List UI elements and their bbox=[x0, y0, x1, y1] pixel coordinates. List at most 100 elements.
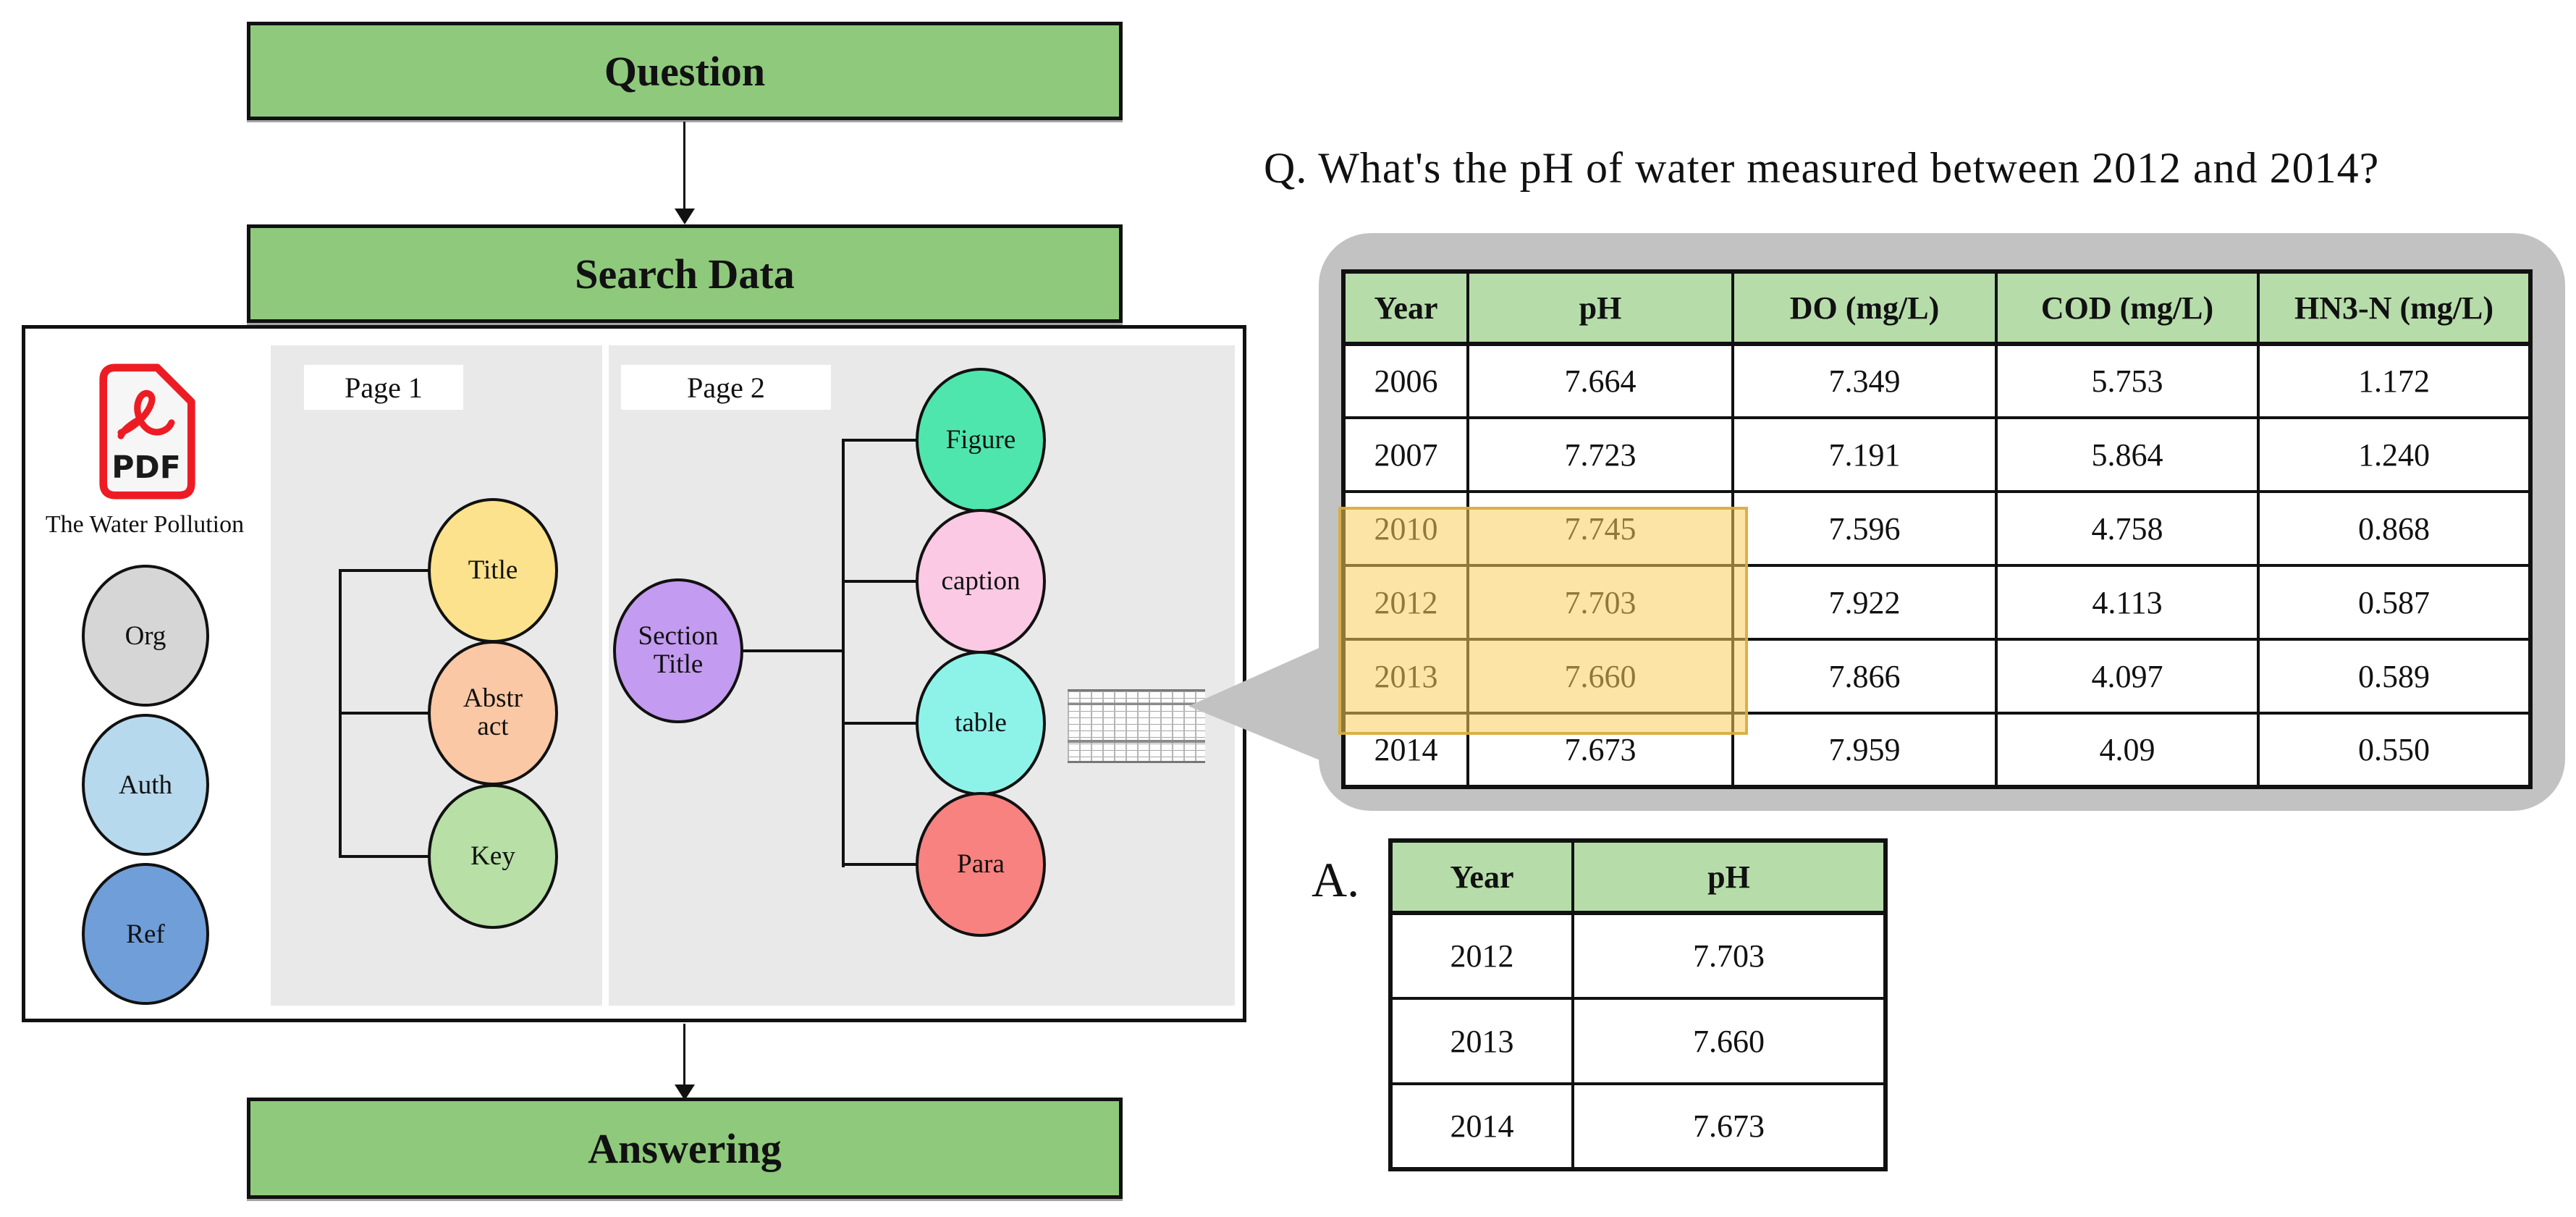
cell: 0.550 bbox=[2257, 712, 2532, 788]
arrow-search-to-answering-head bbox=[675, 1085, 695, 1100]
cell: 2006 bbox=[1342, 342, 1469, 419]
search-data-box: Search Data bbox=[247, 224, 1123, 323]
cell: 1.172 bbox=[2257, 342, 2532, 419]
title-node-label: Title bbox=[468, 555, 518, 585]
key-node-label: Key bbox=[470, 841, 515, 871]
table-row: 2010 7.745 7.596 4.758 0.868 bbox=[1342, 490, 2532, 567]
page1-tree-branch-abstract bbox=[340, 712, 429, 715]
cell: 2007 bbox=[1342, 416, 1469, 493]
answering-box-label: Answering bbox=[588, 1124, 782, 1172]
answer-table: Year pH 2012 7.703 2013 7.660 2014 7.673 bbox=[1388, 838, 1888, 1171]
page1-tree-branch-title bbox=[340, 569, 429, 572]
title-node: Title bbox=[428, 498, 558, 643]
mini-table-preview bbox=[1068, 689, 1205, 763]
cell: 7.959 bbox=[1731, 712, 1998, 788]
cell: 7.660 bbox=[1571, 997, 1887, 1085]
org-node-label: Org bbox=[124, 620, 166, 651]
page2-branch-para bbox=[843, 863, 917, 866]
arrow-question-to-search bbox=[683, 122, 685, 214]
col-header-year: Year bbox=[1342, 270, 1469, 346]
ref-node-label: Ref bbox=[126, 919, 165, 949]
cell: 7.673 bbox=[1466, 712, 1734, 788]
col-header-ph: pH bbox=[1466, 270, 1734, 346]
question-box: Question bbox=[247, 22, 1123, 120]
cell: 7.745 bbox=[1466, 490, 1734, 567]
table-row: 2013 7.660 7.866 4.097 0.589 bbox=[1342, 638, 2532, 715]
col-header-do: DO (mg/L) bbox=[1731, 270, 1998, 346]
ref-node: Ref bbox=[82, 863, 209, 1005]
table-row: 2014 7.673 7.959 4.09 0.550 bbox=[1342, 712, 2532, 788]
page1-label: Page 1 bbox=[304, 365, 463, 410]
para-node-label: Para bbox=[957, 848, 1005, 879]
answer-table-row: 2013 7.660 bbox=[1389, 997, 1887, 1085]
cell: 7.660 bbox=[1466, 638, 1734, 715]
cell: 7.703 bbox=[1466, 564, 1734, 641]
question-box-label: Question bbox=[604, 47, 766, 95]
answer-col-header-ph: pH bbox=[1571, 839, 1887, 915]
cell: 0.868 bbox=[2257, 490, 2532, 567]
pdf-file-icon: PDF bbox=[91, 361, 201, 502]
key-node: Key bbox=[428, 784, 558, 929]
page2-label-text: Page 2 bbox=[687, 371, 765, 404]
cell: 1.240 bbox=[2257, 416, 2532, 493]
pdf-icon: PDF bbox=[99, 363, 195, 500]
caption-node-label: caption bbox=[941, 565, 1021, 596]
col-header-hn3n: HN3-N (mg/L) bbox=[2257, 270, 2532, 346]
answer-col-header-year: Year bbox=[1389, 839, 1574, 915]
caption-node: caption bbox=[916, 509, 1046, 654]
cell: 2010 bbox=[1342, 490, 1469, 567]
page2-label: Page 2 bbox=[621, 365, 831, 410]
cell: 7.703 bbox=[1571, 911, 1887, 1000]
data-table-header-row: Year pH DO (mg/L) COD (mg/L) HN3-N (mg/L… bbox=[1342, 270, 2532, 346]
org-node: Org bbox=[82, 565, 209, 707]
table-row: 2007 7.723 7.191 5.864 1.240 bbox=[1342, 416, 2532, 493]
page2-root-link bbox=[742, 649, 843, 652]
page2-branch-caption bbox=[843, 580, 917, 583]
page2-branch-table bbox=[843, 722, 917, 725]
abstract-node-label: Abstr act bbox=[463, 683, 523, 741]
auth-node: Auth bbox=[82, 714, 209, 856]
cell: 7.664 bbox=[1466, 342, 1734, 419]
table-node-label: table bbox=[955, 707, 1007, 738]
answer-table-row: 2014 7.673 bbox=[1389, 1082, 1887, 1171]
cell: 2012 bbox=[1342, 564, 1469, 641]
page1-tree-branch-key bbox=[340, 855, 429, 858]
section-title-node: Section Title bbox=[613, 578, 743, 723]
cell: 7.866 bbox=[1731, 638, 1998, 715]
cell: 2014 bbox=[1342, 712, 1469, 788]
answer-label: A. bbox=[1312, 852, 1360, 907]
abstract-node: Abstr act bbox=[428, 641, 558, 786]
col-header-cod: COD (mg/L) bbox=[1995, 270, 2260, 346]
cell: 5.753 bbox=[1995, 342, 2260, 419]
cell: 0.589 bbox=[2257, 638, 2532, 715]
arrow-question-to-search-head bbox=[675, 209, 695, 224]
cell: 7.596 bbox=[1731, 490, 1998, 567]
cell: 2013 bbox=[1389, 997, 1574, 1085]
cell: 4.113 bbox=[1995, 564, 2260, 641]
section-title-node-label: Section Title bbox=[638, 621, 719, 679]
pdf-doc-title: The Water Pollution bbox=[45, 511, 245, 538]
cell: 2013 bbox=[1342, 638, 1469, 715]
para-node: Para bbox=[916, 792, 1046, 937]
cell: 0.587 bbox=[2257, 564, 2532, 641]
table-row: 2006 7.664 7.349 5.753 1.172 bbox=[1342, 342, 2532, 419]
cell: 2012 bbox=[1389, 911, 1574, 1000]
data-table: Year pH DO (mg/L) COD (mg/L) HN3-N (mg/L… bbox=[1341, 269, 2533, 789]
pdf-icon-label: PDF bbox=[111, 450, 181, 486]
cell: 4.758 bbox=[1995, 490, 2260, 567]
page1-label-text: Page 1 bbox=[345, 371, 423, 404]
cell: 5.864 bbox=[1995, 416, 2260, 493]
cell: 7.723 bbox=[1466, 416, 1734, 493]
cell: 4.097 bbox=[1995, 638, 2260, 715]
cell: 4.09 bbox=[1995, 712, 2260, 788]
cell: 7.673 bbox=[1571, 1082, 1887, 1171]
cell: 7.922 bbox=[1731, 564, 1998, 641]
pdf-acrobat-glyph bbox=[117, 389, 175, 439]
figure-node: Figure bbox=[916, 368, 1046, 513]
page2-tree-trunk bbox=[842, 439, 845, 867]
page2-branch-figure bbox=[843, 439, 917, 442]
table-row: 2012 7.703 7.922 4.113 0.587 bbox=[1342, 564, 2532, 641]
search-data-box-label: Search Data bbox=[575, 250, 795, 298]
answer-table-header-row: Year pH bbox=[1389, 839, 1887, 915]
